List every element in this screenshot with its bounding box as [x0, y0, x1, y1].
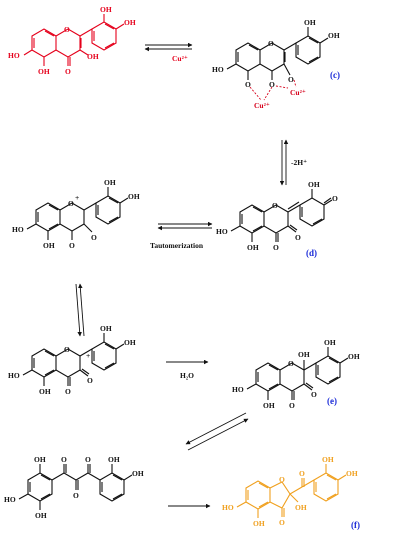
quercetin-ho-7: HO [8, 51, 20, 60]
quercetin-ring-o: O [64, 25, 70, 34]
flavylium-labels: O + OH OH HO OH O O [12, 178, 140, 250]
svg-text:O: O [269, 80, 275, 89]
svg-text:O: O [299, 469, 305, 478]
svg-text:OH: OH [348, 352, 360, 361]
svg-text:+: + [86, 351, 90, 360]
copper-complex-structure [226, 27, 329, 80]
svg-text:OH: OH [253, 519, 265, 528]
svg-text:O: O [279, 518, 285, 527]
svg-text:OH: OH [128, 192, 140, 201]
svg-text:O: O [85, 455, 91, 464]
svg-text:OH: OH [124, 338, 136, 347]
copper-coordination-bonds [249, 79, 297, 101]
quercetin-oh-3c: OH [87, 52, 99, 61]
svg-text:HO: HO [232, 385, 244, 394]
deprotonation-label: -2H⁺ [291, 158, 307, 167]
svg-text:+: + [75, 193, 79, 202]
equilibrium-arrow-5 [185, 412, 249, 451]
quercetin-labels: O OH OH HO OH OH O [8, 5, 136, 76]
svg-text:OH: OH [304, 18, 316, 27]
svg-text:O: O [61, 455, 67, 464]
svg-text:OH: OH [263, 401, 275, 410]
quercetin-oh-3: OH [100, 5, 112, 14]
svg-text:OH: OH [295, 503, 307, 512]
copper-complex-labels: O OH OH HO O O O [212, 18, 340, 89]
svg-text:OH: OH [35, 511, 47, 520]
svg-text:O: O [289, 401, 295, 410]
benzofuranone-structure [236, 464, 347, 518]
chalcone-structure [18, 464, 133, 510]
svg-text:OH: OH [43, 241, 55, 250]
quercetin-carbonyl-o: O [65, 67, 71, 76]
svg-text:O: O [279, 475, 285, 484]
svg-text:O: O [288, 359, 294, 368]
svg-text:HO: HO [4, 495, 16, 504]
svg-text:HO: HO [216, 227, 228, 236]
quercetin-oh-5: OH [38, 67, 50, 76]
svg-text:OH: OH [108, 455, 120, 464]
svg-text:O: O [272, 201, 278, 210]
svg-text:OH: OH [247, 243, 259, 252]
quinone-structure [230, 189, 333, 242]
hydration-label: H₂O [180, 371, 194, 380]
tautomerization-label: Tautomerization [150, 241, 204, 250]
compound-label-f: (f) [351, 520, 360, 530]
equilibrium-arrow-1 [144, 42, 193, 52]
svg-text:O: O [268, 39, 274, 48]
svg-text:O: O [91, 233, 97, 242]
svg-text:O: O [273, 243, 279, 252]
svg-text:OH: OH [308, 180, 320, 189]
svg-text:OH: OH [324, 338, 336, 347]
svg-text:O: O [295, 233, 301, 242]
svg-text:O: O [65, 387, 71, 396]
quercetin-a-ring [31, 28, 57, 58]
svg-text:OH: OH [39, 387, 51, 396]
quercetin-c-ring [55, 28, 81, 58]
compound-label-d: (d) [306, 248, 317, 258]
svg-text:HO: HO [222, 503, 234, 512]
quercetin-oh-4: OH [124, 18, 136, 27]
svg-text:O: O [64, 345, 70, 354]
svg-text:OH: OH [328, 31, 340, 40]
copper-ion-left: Cu²⁺ [254, 101, 270, 110]
equilibrium-arrow-4 [75, 283, 85, 337]
svg-text:O: O [73, 491, 79, 500]
quinone-labels: O OH O HO OH O O [216, 180, 338, 252]
copper-ion-right: Cu²⁺ [290, 88, 306, 97]
hydrate-labels: O OH OH OH HO OH O O [232, 338, 360, 410]
svg-text:O: O [245, 80, 251, 89]
svg-text:O: O [311, 390, 317, 399]
equilibrium-arrow-2 [279, 139, 289, 186]
svg-text:OH: OH [132, 469, 144, 478]
svg-text:O: O [288, 75, 294, 84]
svg-text:OH: OH [104, 178, 116, 187]
svg-text:O: O [68, 199, 74, 208]
quercetin-structure [23, 14, 125, 66]
copper-ion-label: Cu²⁺ [172, 54, 188, 63]
svg-text:OH: OH [100, 324, 112, 333]
flavylium-structure [26, 187, 129, 240]
carbocation-structure [22, 333, 125, 386]
benzofuranone-labels: O O OH OH HO OH O OH [222, 455, 358, 528]
svg-text:HO: HO [212, 65, 224, 74]
svg-text:O: O [87, 376, 93, 385]
hydrate-structure [246, 347, 349, 400]
quercetin-b-ring [91, 21, 117, 51]
chalcone-labels: OH HO OH O O O OH OH [4, 455, 144, 520]
svg-text:OH: OH [34, 455, 46, 464]
svg-text:OH: OH [298, 350, 310, 359]
svg-text:HO: HO [12, 225, 24, 234]
carbocation-labels: O + OH OH HO OH O O [8, 324, 136, 396]
svg-text:O: O [332, 194, 338, 203]
svg-text:OH: OH [322, 455, 334, 464]
svg-text:HO: HO [8, 371, 20, 380]
compound-label-e: (e) [327, 396, 337, 406]
equilibrium-arrow-3 [157, 221, 213, 231]
compound-label-c: (c) [330, 70, 340, 80]
svg-text:O: O [69, 241, 75, 250]
svg-text:OH: OH [346, 469, 358, 478]
